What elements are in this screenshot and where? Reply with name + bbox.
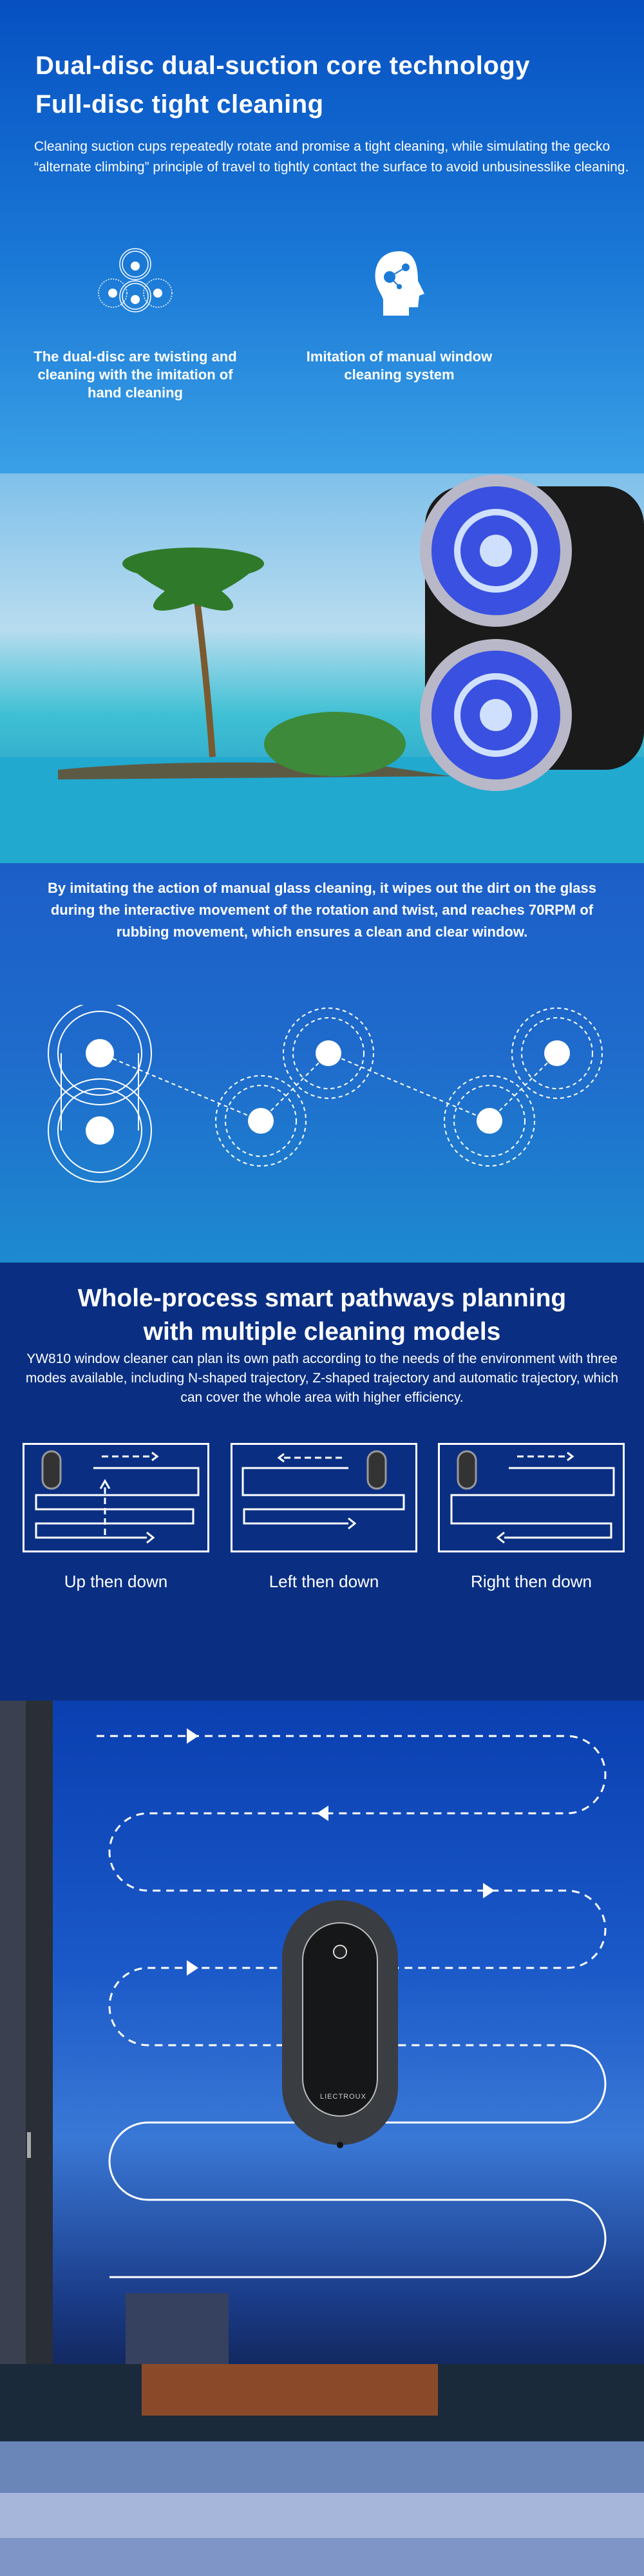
window-cleaning-scene: LIECTROUX — [0, 1701, 644, 2576]
mode-label: Right then down — [471, 1572, 592, 1591]
disc-motion-diagram — [48, 1005, 603, 1183]
path-planning-description: YW810 window cleaner can plan its own pa… — [25, 1351, 619, 1405]
window-scene-illustration — [0, 1701, 644, 2576]
cleaning-path — [97, 1735, 607, 2046]
brand-logo: LIECTROUX — [320, 2093, 366, 2101]
dual-disc-icon — [98, 248, 173, 312]
mode-left-then-down-diagram — [231, 1443, 417, 1552]
mode-label: Up then down — [64, 1572, 168, 1591]
intro-paragraph: Cleaning suction cups repeatedly rotate … — [34, 139, 629, 175]
feature-dual-disc: The dual-disc are twisting and cleaning … — [26, 248, 245, 402]
brain-head-icon — [375, 251, 424, 316]
mode-up-then-down-diagram — [23, 1443, 209, 1552]
rubbing-movement-section: By imitating the action of manual glass … — [0, 863, 644, 1263]
feature-manual-imitation: Imitation of manual window cleaning syst… — [290, 248, 509, 384]
beach-scene-image — [0, 473, 644, 863]
beach-illustration — [0, 475, 644, 863]
power-button-icon — [333, 1945, 347, 1959]
rubbing-description: By imitating the action of manual glass … — [47, 880, 596, 940]
cleaning-disc — [420, 475, 572, 627]
cleaning-disc — [420, 639, 572, 791]
window-cleaner-robot — [282, 1900, 398, 2148]
mode-label: Left then down — [269, 1572, 379, 1591]
mode-right-then-down-diagram — [438, 1443, 625, 1552]
